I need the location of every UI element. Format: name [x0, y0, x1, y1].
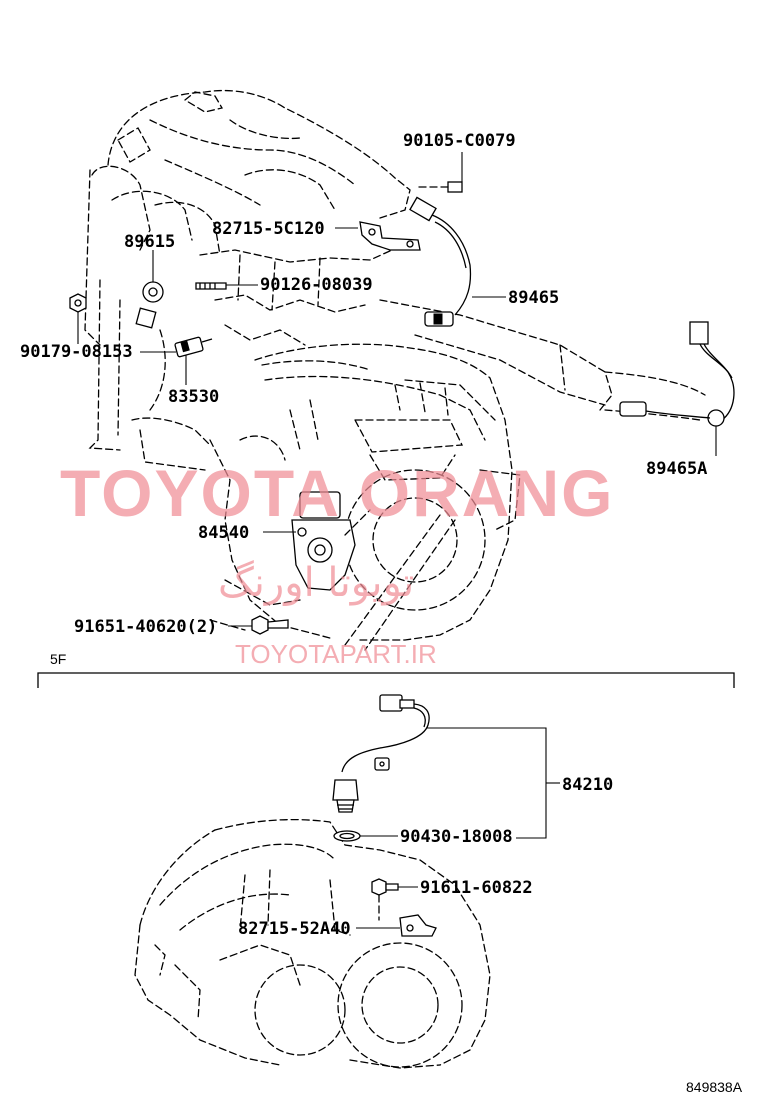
watermark-farsi: تویوتا اورنگ — [218, 560, 414, 606]
watermark-main: TOYOTA ORANG — [60, 456, 614, 530]
label-89465: 89465 — [508, 288, 559, 308]
manual-transmission-outline — [134, 818, 491, 1069]
label-89615: 89615 — [124, 232, 175, 252]
label-82715-5c120: 82715-5C120 — [212, 219, 325, 239]
bolt-90105-icon — [414, 181, 463, 193]
label-90430-18008: 90430-18008 — [400, 827, 513, 847]
oxygen-sensor-89465a-icon — [619, 321, 735, 427]
watermark-url: TOYOTAPART.IR — [235, 639, 437, 669]
clamp-82715-52a40-icon — [399, 914, 437, 937]
lower-leader-lines — [356, 727, 560, 929]
label-91651-40620: 91651-40620(2) — [74, 617, 217, 637]
label-89465a: 89465A — [646, 459, 707, 479]
bolt-91611-icon — [371, 878, 399, 921]
label-83530: 83530 — [168, 387, 219, 407]
nut-90179-icon — [69, 293, 87, 313]
label-82715-52a40: 82715-52A40 — [238, 919, 351, 939]
variant-tag-5f: 5F — [50, 651, 66, 667]
knock-sensor-89615-icon — [135, 281, 164, 329]
neutral-start-switch-84540-icon — [291, 491, 371, 591]
label-84540: 84540 — [198, 523, 249, 543]
backup-lamp-switch-84210-icon — [332, 694, 430, 813]
watermark: TOYOTA ORANG تویوتا اورنگ TOYOTAPART.IR — [60, 456, 614, 669]
upper-leader-lines — [77, 152, 717, 627]
bracket-82715-5c120-icon — [359, 221, 421, 251]
label-90105-c0079: 90105-C0079 — [403, 131, 516, 151]
bolt-91651-icon — [251, 615, 289, 635]
oil-pressure-switch-83530-icon — [174, 336, 213, 358]
label-91611-60822: 91611-60822 — [420, 878, 533, 898]
engine-assembly-outline — [84, 89, 706, 651]
gasket-90430-icon — [333, 830, 361, 842]
stud-bolt-90126-icon — [195, 282, 227, 290]
label-90126-08039: 90126-08039 — [260, 275, 373, 295]
oxygen-sensor-89465-icon — [409, 196, 472, 327]
label-84210: 84210 — [562, 775, 613, 795]
section-divider: 5F — [37, 651, 735, 688]
label-90179-08153: 90179-08153 — [20, 342, 133, 362]
figure-code: 849838A — [686, 1079, 743, 1095]
